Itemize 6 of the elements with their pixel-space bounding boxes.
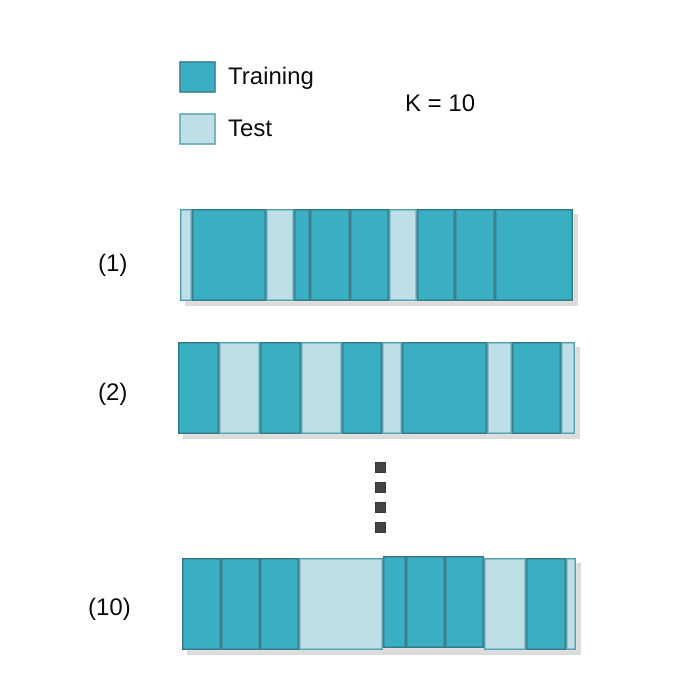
legend-label: Training <box>228 65 314 89</box>
legend-label: Test <box>228 117 272 141</box>
fold-number: (1) <box>98 252 128 276</box>
fold-number: (2) <box>98 381 128 405</box>
fold-number: (10) <box>88 596 131 620</box>
parameter-label: K = 10 <box>405 92 476 116</box>
